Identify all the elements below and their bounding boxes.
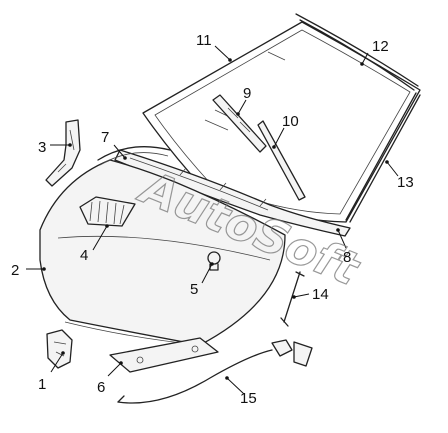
roof-moulding xyxy=(295,13,419,91)
callout-9: 9 xyxy=(243,85,251,102)
callout-8: 8 xyxy=(343,249,351,266)
callout-1: 1 xyxy=(38,376,46,393)
callout-15: 15 xyxy=(240,390,257,407)
release-cable xyxy=(117,339,313,404)
callout-14: 14 xyxy=(312,286,329,303)
leader-lines xyxy=(26,45,399,395)
wiper-blade xyxy=(257,120,306,201)
callout-5: 5 xyxy=(190,281,198,298)
callout-13: 13 xyxy=(397,174,414,191)
hood-seal xyxy=(97,146,171,166)
side-moulding xyxy=(345,92,421,223)
hood-hinge xyxy=(45,119,81,187)
callout-labels: 1 2 3 4 5 6 7 8 9 10 11 12 13 14 15 xyxy=(11,32,414,407)
callout-7: 7 xyxy=(101,129,109,146)
hood-prop-rod xyxy=(280,271,305,327)
callout-12: 12 xyxy=(372,38,389,55)
air-intake-grille xyxy=(79,196,136,227)
callout-6: 6 xyxy=(97,379,105,396)
callout-2: 2 xyxy=(11,262,19,279)
hood-latch xyxy=(46,329,73,369)
wiper-arm xyxy=(212,94,267,153)
callout-3: 3 xyxy=(38,139,46,156)
latch-bracket xyxy=(109,337,219,373)
callout-11: 11 xyxy=(196,32,212,49)
callout-4: 4 xyxy=(80,247,88,264)
callout-10: 10 xyxy=(282,113,299,130)
